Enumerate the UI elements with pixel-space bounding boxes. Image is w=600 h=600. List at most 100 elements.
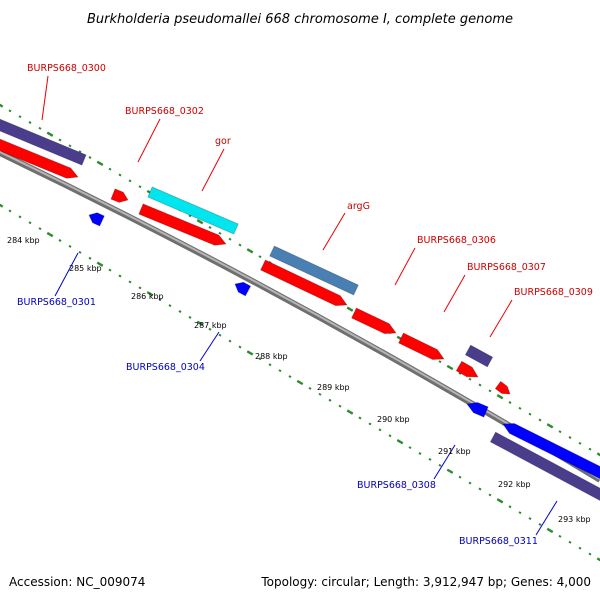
tick-label: 290 kbp <box>377 415 410 424</box>
gene-burps668-0306[interactable] <box>351 307 397 335</box>
gene-burps668-0301[interactable] <box>88 212 105 227</box>
outer-tick-mark <box>96 160 104 166</box>
inner-tick-mark <box>378 428 382 432</box>
gene-burps668-0309b[interactable] <box>455 360 479 378</box>
outer-tick-mark <box>138 185 142 189</box>
gene-burps668-0300[interactable] <box>0 118 87 166</box>
gene-burps668-0302[interactable] <box>110 188 129 203</box>
inner-tick-mark <box>388 434 392 438</box>
map-title: Burkholderia pseudomallei 668 chromosome… <box>87 12 513 27</box>
gene-burps668-0311b[interactable] <box>502 423 600 480</box>
inner-tick-mark <box>0 203 4 208</box>
gene-label-burps668_0302[interactable]: BURPS668_0302 <box>125 106 204 117</box>
leader-line-burps668_0306 <box>394 247 416 286</box>
inner-tick-mark <box>146 291 154 297</box>
gene-burps668-0310[interactable] <box>494 380 511 395</box>
inner-tick-mark <box>268 363 272 367</box>
genome-summary-text: Topology: circular; Length: 3,912,947 bp… <box>260 575 591 589</box>
inner-tick-mark <box>68 244 72 248</box>
inner-tick-mark <box>218 333 222 337</box>
inner-tick-mark <box>278 369 282 373</box>
inner-tick-mark <box>338 404 342 408</box>
outer-tick-mark <box>478 383 482 387</box>
inner-tick-mark <box>28 221 32 225</box>
outer-tick-mark <box>18 115 22 119</box>
gene-label-burps668_0307[interactable]: BURPS668_0307 <box>467 262 546 273</box>
tick-label: 292 kbp <box>498 480 531 489</box>
gene-burps668-0300b[interactable] <box>0 138 79 179</box>
inner-tick-mark <box>58 239 62 242</box>
gene-burps668-0309[interactable] <box>464 344 494 368</box>
outer-tick-mark <box>496 394 504 400</box>
outer-tick-mark <box>188 214 192 218</box>
inner-tick-mark <box>458 475 462 479</box>
inner-tick-mark <box>228 339 232 343</box>
outer-tick-mark <box>596 452 600 457</box>
inner-tick-mark <box>558 534 562 538</box>
inner-tick-mark <box>578 546 582 550</box>
inner-tick-mark <box>368 422 372 426</box>
inner-tick-mark <box>238 345 242 349</box>
gene-label-burps668_0304[interactable]: BURPS668_0304 <box>126 362 205 373</box>
gene-burps668-0307[interactable] <box>398 332 445 360</box>
inner-tick-mark <box>568 540 572 544</box>
gene-label-argg[interactable]: argG <box>347 201 370 212</box>
gene-label-burps668_0309[interactable]: BURPS668_0309 <box>514 287 593 298</box>
inner-tick-mark <box>8 209 12 213</box>
outer-tick-mark <box>128 179 132 183</box>
inner-tick-mark <box>428 457 432 461</box>
inner-tick-mark <box>438 463 442 467</box>
inner-tick-mark <box>478 487 482 491</box>
outer-tick-mark <box>546 423 554 429</box>
tick-label: 291 kbp <box>438 447 471 456</box>
leader-line-burps668_0309 <box>489 299 513 338</box>
outer-tick-mark <box>196 219 204 225</box>
inner-tick-mark <box>96 261 104 267</box>
gene-argG[interactable] <box>269 245 359 296</box>
inner-tick-mark <box>118 274 122 278</box>
gene-label-burps668_0308[interactable]: BURPS668_0308 <box>357 480 436 491</box>
gene-burps668-0304[interactable] <box>234 281 252 297</box>
outer-tick-mark <box>28 121 32 124</box>
inner-tick-mark <box>246 350 254 356</box>
gene-burps668-0311[interactable] <box>489 431 600 502</box>
outer-tick-mark <box>46 131 54 137</box>
leader-line-argg <box>322 212 346 251</box>
outer-tick-mark <box>228 237 232 241</box>
outer-tick-mark <box>508 401 512 404</box>
gene-label-burps668_0300[interactable]: BURPS668_0300 <box>27 63 106 74</box>
outer-tick-mark <box>346 306 354 312</box>
inner-tick-mark <box>596 557 600 562</box>
inner-tick-mark <box>318 392 322 396</box>
gene-gor[interactable] <box>147 186 239 235</box>
outer-tick-mark <box>8 109 12 113</box>
gene-gor-b[interactable] <box>138 203 227 246</box>
inner-tick-mark <box>38 227 42 231</box>
outer-tick-mark <box>446 364 454 371</box>
outer-tick-mark <box>38 126 42 130</box>
outer-tick-mark <box>538 418 542 422</box>
outer-tick-mark <box>218 231 222 235</box>
inner-tick-mark <box>138 286 142 290</box>
gene-label-burps668_0306[interactable]: BURPS668_0306 <box>417 235 496 246</box>
tick-label: 289 kbp <box>317 383 350 392</box>
gene-argG-b[interactable] <box>260 259 348 307</box>
outer-tick-mark <box>118 173 122 177</box>
outer-tick-mark <box>58 138 62 142</box>
tick-label: 284 kbp <box>7 236 40 245</box>
gene-label-burps668_0301[interactable]: BURPS668_0301 <box>17 297 96 308</box>
outer-tick-mark <box>246 248 254 254</box>
outer-tick-mark <box>588 447 592 451</box>
inner-tick-mark <box>288 375 292 379</box>
outer-tick-mark <box>68 144 72 148</box>
gene-burps668-0308[interactable] <box>466 402 489 418</box>
gene-label-burps668_0311[interactable]: BURPS668_0311 <box>459 536 538 547</box>
inner-tick-mark <box>546 527 554 534</box>
inner-tick-mark <box>328 398 332 402</box>
inner-tick-mark <box>178 310 182 313</box>
gene-label-gor[interactable]: gor <box>215 136 231 147</box>
